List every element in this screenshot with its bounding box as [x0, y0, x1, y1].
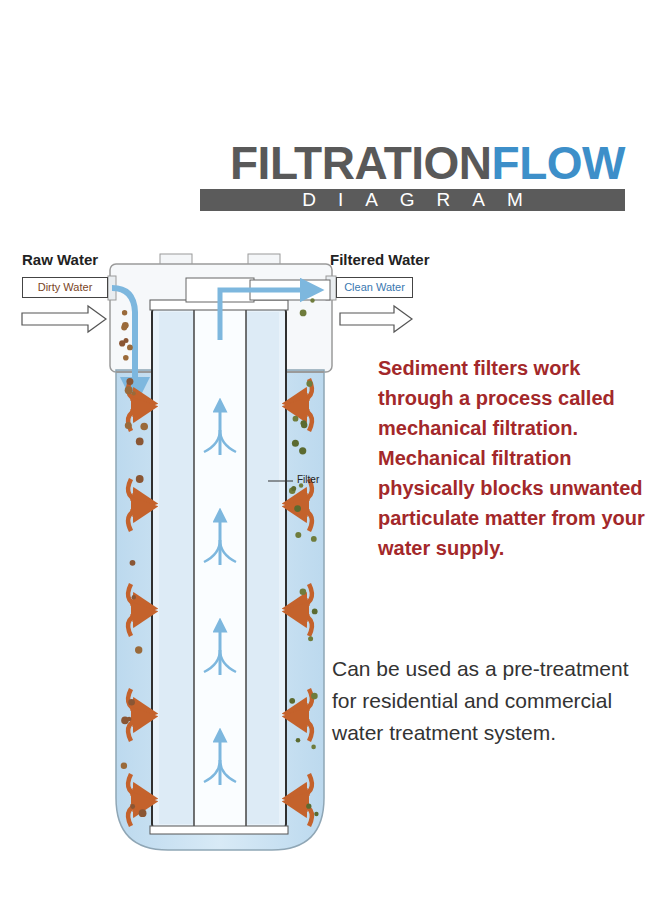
port-label: Dirty Water	[29, 280, 101, 295]
outlet-box: Clean Water	[336, 277, 413, 298]
port-heading: Filtered Water	[330, 251, 429, 268]
leader-line	[268, 481, 293, 482]
core-flow-branch	[220, 650, 236, 672]
sediment-dot	[130, 804, 135, 809]
core-flow-branch	[204, 540, 220, 562]
sediment-dot	[292, 440, 299, 447]
sediment-dot	[295, 532, 301, 538]
sediment-dot	[312, 609, 318, 615]
flow-arrow	[128, 479, 145, 502]
title-accent: FLOW	[492, 136, 625, 190]
usage-note: Can be used as a pre-treatment for resid…	[332, 653, 654, 749]
sediment-dot	[293, 416, 299, 422]
flow-arrow	[295, 584, 312, 607]
outlet-hollow-arrow	[340, 306, 412, 332]
subtitle: DIAGRAM	[200, 189, 625, 211]
flow-arrow	[295, 613, 312, 636]
core-flow-branch	[220, 760, 236, 782]
flow-arrow	[128, 718, 145, 741]
core-flow-branch	[220, 540, 236, 562]
sediment-dot	[127, 717, 132, 722]
sediment-dot	[119, 340, 125, 346]
sediment-dot	[311, 536, 317, 542]
flow-arrow	[295, 803, 312, 826]
core-flow-branch	[204, 430, 220, 452]
core-flow-branch	[220, 430, 236, 452]
sediment-dot	[300, 310, 307, 317]
part-label: Filter	[297, 474, 319, 485]
sediment-dot	[128, 699, 135, 706]
sediment-dot	[314, 812, 318, 816]
sediment-dot	[121, 763, 127, 769]
sediment-dot	[135, 646, 142, 653]
sediment-dot	[306, 804, 311, 809]
sediment-dot	[311, 693, 318, 700]
flow-arrow	[295, 718, 312, 741]
core-flow-branch	[204, 760, 220, 782]
sediment-dot	[311, 745, 316, 750]
sediment-dot	[125, 386, 133, 394]
sediment-dot	[291, 486, 296, 491]
sediment-dot	[132, 595, 136, 599]
sediment-dot	[127, 345, 133, 351]
sediment-dot	[308, 636, 313, 641]
inlet-box: Dirty Water	[22, 277, 108, 298]
flow-arrow	[128, 508, 145, 531]
flow-arrow	[128, 689, 145, 712]
filter-cartridge	[150, 300, 288, 834]
flow-arrow	[295, 774, 312, 797]
sediment-dot	[289, 698, 295, 704]
sediment-dot	[296, 738, 301, 743]
sediment-dot	[299, 447, 306, 454]
port-heading: Raw Water	[22, 251, 98, 268]
title: FILTRATION	[230, 136, 492, 190]
sediment-dot	[123, 355, 129, 361]
sediment-dot	[130, 560, 136, 566]
flow-arrow	[295, 689, 312, 712]
port-label: Clean Water	[343, 280, 406, 295]
flow-arrow	[128, 613, 145, 636]
core-flow-branch	[204, 650, 220, 672]
flow-arrow	[128, 774, 145, 797]
sediment-dot	[126, 378, 133, 385]
sediment-dot	[122, 310, 127, 315]
sediment-dot	[310, 298, 314, 302]
sediment-dot	[136, 475, 144, 483]
flow-arrow	[128, 584, 145, 607]
outlet-flow-arrow	[220, 290, 312, 340]
sediment-dot	[125, 422, 132, 429]
sediment-dot	[140, 423, 148, 431]
sediment-dot	[306, 381, 312, 387]
description-note: Sediment filters work through a process …	[378, 353, 650, 563]
sediment-dot	[301, 422, 307, 428]
flow-arrow	[295, 379, 312, 402]
sediment-dot	[121, 325, 127, 331]
sediment-dot	[294, 505, 301, 512]
title-row: FILTRATIONFLOW	[230, 136, 625, 190]
sediment-dot	[300, 588, 307, 595]
inlet-flow-arrow	[112, 288, 135, 392]
sediment-dot	[136, 438, 144, 446]
inlet-hollow-arrow	[22, 306, 106, 332]
sediment-dot	[139, 809, 147, 817]
